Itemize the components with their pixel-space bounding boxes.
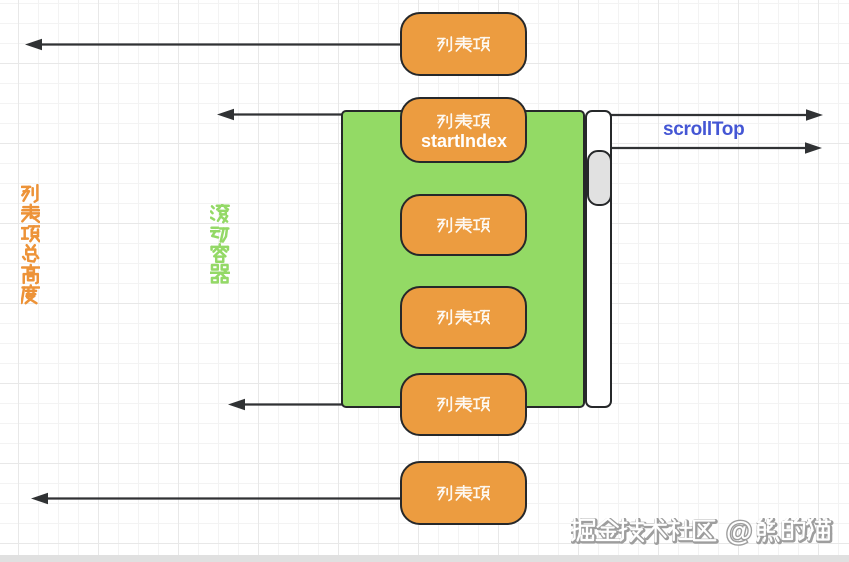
svg-text:@: @: [726, 516, 752, 546]
